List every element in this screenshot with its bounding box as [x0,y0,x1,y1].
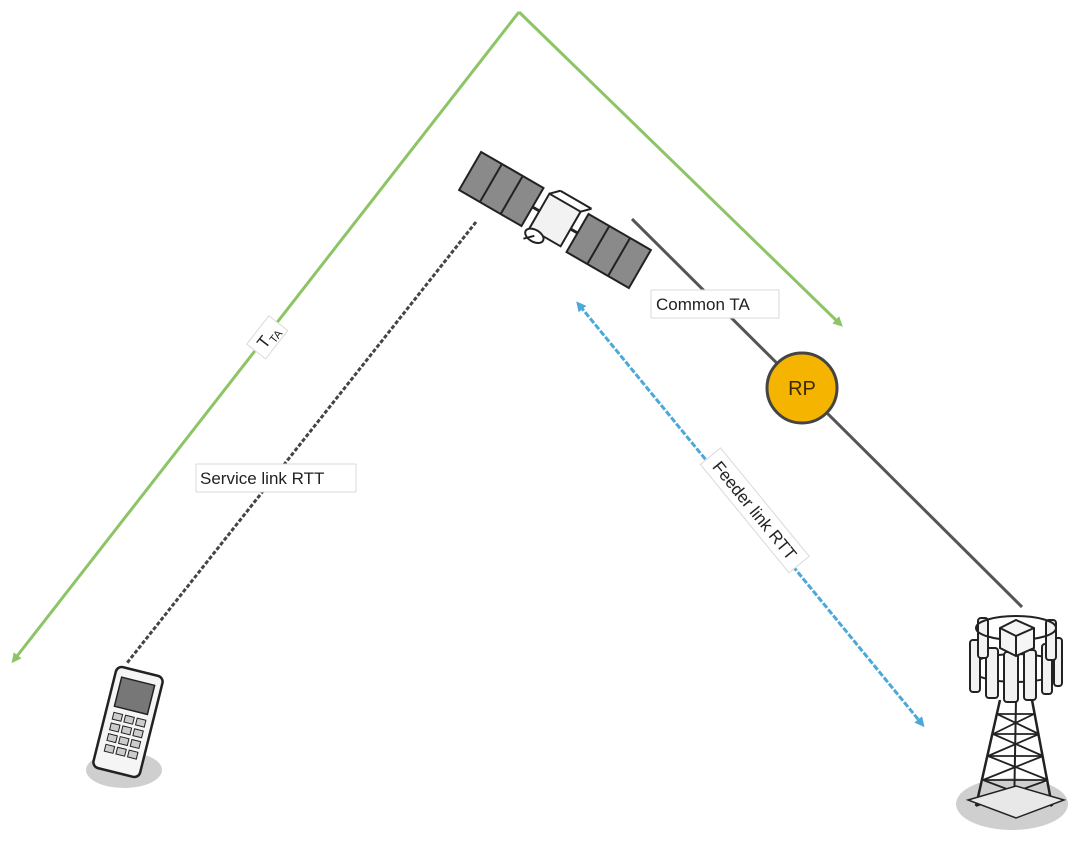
service-link-line [125,221,478,664]
feeder-link-label: Feeder link RTT [699,447,810,574]
common-ta-text: Common TA [656,295,751,314]
service-link-text: Service link RTT [200,469,324,488]
common-ta-arrow [517,10,843,327]
service-link-label: Service link RTT [195,463,357,493]
common-ta-label: Common TA [650,289,780,319]
satellite-icon [457,150,653,290]
base-station-tower-icon [956,615,1068,830]
feeder-link-text: Feeder link RTT [709,458,801,564]
feeder-link-rtt-arrow [576,301,925,728]
ta-label: TTA [245,315,289,360]
reference-point: RP [765,351,839,425]
reference-point-label: RP [788,378,816,400]
phone-icon [86,665,164,788]
